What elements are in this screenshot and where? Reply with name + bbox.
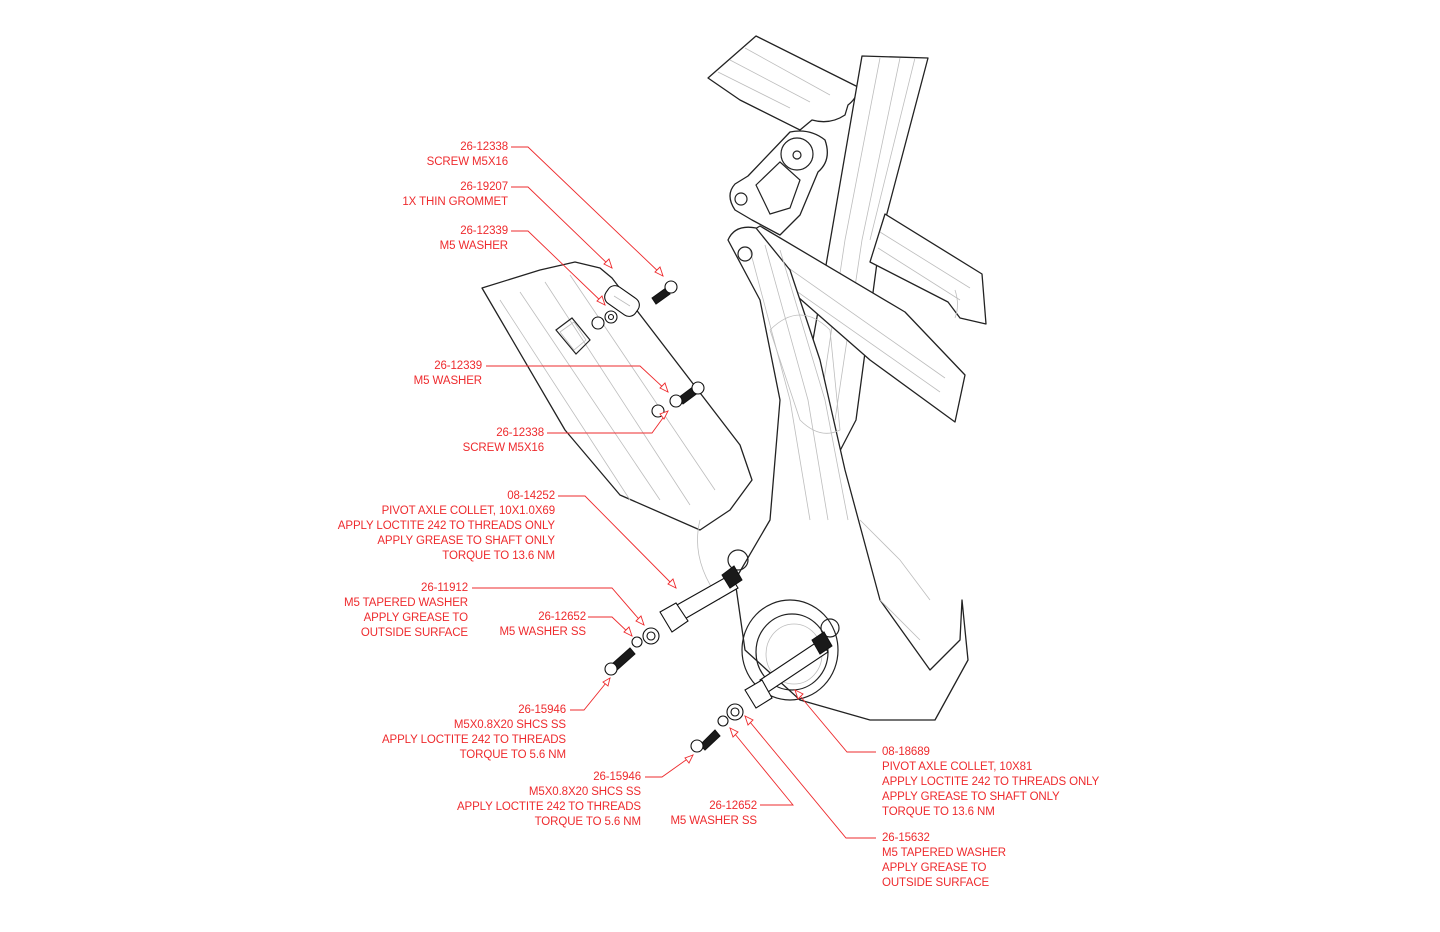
part-description: M5X0.8X20 SHCS SS <box>528 786 641 798</box>
callout-m5-washer-ss-lower: 26-12652 M5 WASHER SS <box>670 799 757 829</box>
seat-tube <box>789 55 929 471</box>
part-number: 26-12338 <box>460 141 508 153</box>
leader-c10 <box>645 754 694 778</box>
part-number: 26-12652 <box>709 800 757 812</box>
part-number: 08-14252 <box>507 490 555 502</box>
callout-pivot-axle-collet-81: 08-18689 PIVOT AXLE COLLET, 10X81 APPLY … <box>882 745 1099 820</box>
collet-upper <box>604 565 743 676</box>
rocker-link <box>729 130 828 236</box>
callout-m5-washer-upper: 26-12339 M5 WASHER <box>440 224 508 254</box>
part-number: 26-19207 <box>460 181 508 193</box>
part-number: 26-15946 <box>593 771 641 783</box>
leader-c2 <box>511 186 613 269</box>
part-number: 26-12339 <box>434 360 482 372</box>
top-tube <box>707 35 861 131</box>
part-torque: TORQUE TO 5.6 NM <box>459 749 567 761</box>
part-description: PIVOT AXLE COLLET, 10X1.0X69 <box>381 505 556 517</box>
part-number: 26-12652 <box>538 611 586 623</box>
seat-stay-lower <box>739 225 966 423</box>
seat-stay-upper <box>869 213 987 325</box>
leader-c13 <box>744 715 876 839</box>
callout-m5-tapered-washer-upper: 26-11912 M5 TAPERED WASHER APPLY GREASE … <box>344 581 468 641</box>
leader-c12 <box>794 689 876 753</box>
leader-c11 <box>729 727 794 806</box>
part-torque: TORQUE TO 13.6 NM <box>882 806 995 818</box>
leader-c6 <box>558 495 677 589</box>
part-note: OUTSIDE SURFACE <box>360 627 468 639</box>
swingarm <box>727 226 969 721</box>
leader-c9 <box>570 677 611 711</box>
callout-m5-washer-ss-upper: 26-12652 M5 WASHER SS <box>499 610 586 640</box>
leader-c4 <box>486 365 669 393</box>
callout-m5-washer-mid: 26-12339 M5 WASHER <box>414 359 482 389</box>
part-number: 26-15946 <box>518 704 566 716</box>
part-note: APPLY LOCTITE 242 TO THREADS <box>381 734 566 746</box>
leader-c8 <box>588 616 633 637</box>
collet-lower <box>690 631 833 753</box>
part-note: OUTSIDE SURFACE <box>882 877 990 889</box>
leader-c5 <box>547 410 669 434</box>
callout-shcs-upper: 26-15946 M5X0.8X20 SHCS SS APPLY LOCTITE… <box>382 703 566 763</box>
part-description: M5 WASHER <box>439 240 508 252</box>
screw-upper <box>651 280 678 305</box>
part-description: SCREW M5X16 <box>426 156 508 168</box>
part-torque: TORQUE TO 5.6 NM <box>534 816 642 828</box>
part-description: M5 WASHER <box>413 375 482 387</box>
part-description: M5 WASHER SS <box>670 815 757 827</box>
part-note: APPLY GREASE TO SHAFT ONLY <box>882 791 1060 803</box>
part-description: PIVOT AXLE COLLET, 10X81 <box>882 761 1033 773</box>
part-description: M5 TAPERED WASHER <box>344 597 468 609</box>
part-note: APPLY GREASE TO <box>363 612 469 624</box>
part-note: APPLY LOCTITE 242 TO THREADS ONLY <box>337 520 555 532</box>
callout-shcs-lower: 26-15946 M5X0.8X20 SHCS SS APPLY LOCTITE… <box>457 770 641 830</box>
part-description: M5 TAPERED WASHER <box>882 847 1006 859</box>
down-tube <box>481 261 753 531</box>
part-description: M5 WASHER SS <box>499 626 586 638</box>
leader-c7 <box>472 587 645 626</box>
callout-thin-grommet: 26-19207 1X THIN GROMMET <box>402 180 508 210</box>
callout-pivot-axle-collet-69: 08-14252 PIVOT AXLE COLLET, 10X1.0X69 AP… <box>338 489 555 564</box>
part-note: APPLY LOCTITE 242 TO THREADS ONLY <box>882 776 1100 788</box>
part-number: 08-18689 <box>882 746 930 758</box>
part-number: 26-12338 <box>496 427 544 439</box>
leader-lines <box>472 146 876 839</box>
part-number: 26-12339 <box>460 225 508 237</box>
part-description: M5X0.8X20 SHCS SS <box>453 719 566 731</box>
part-description: SCREW M5X16 <box>462 442 544 454</box>
leader-c1 <box>511 146 664 277</box>
callout-screw-m5x16-upper: 26-12338 SCREW M5X16 <box>427 140 508 170</box>
grommet <box>604 285 640 317</box>
part-note: APPLY LOCTITE 242 TO THREADS <box>456 801 641 813</box>
part-note: APPLY GREASE TO SHAFT ONLY <box>377 535 555 547</box>
part-torque: TORQUE TO 13.6 NM <box>442 550 555 562</box>
callout-screw-m5x16-mid: 26-12338 SCREW M5X16 <box>463 426 544 456</box>
part-description: 1X THIN GROMMET <box>402 196 508 208</box>
leader-c3 <box>511 230 606 306</box>
callout-m5-tapered-washer-lower: 26-15632 M5 TAPERED WASHER APPLY GREASE … <box>882 831 1006 891</box>
part-note: APPLY GREASE TO <box>882 862 987 874</box>
washers-upper <box>591 310 618 330</box>
part-number: 26-11912 <box>421 582 468 594</box>
part-number: 26-15632 <box>882 832 930 844</box>
